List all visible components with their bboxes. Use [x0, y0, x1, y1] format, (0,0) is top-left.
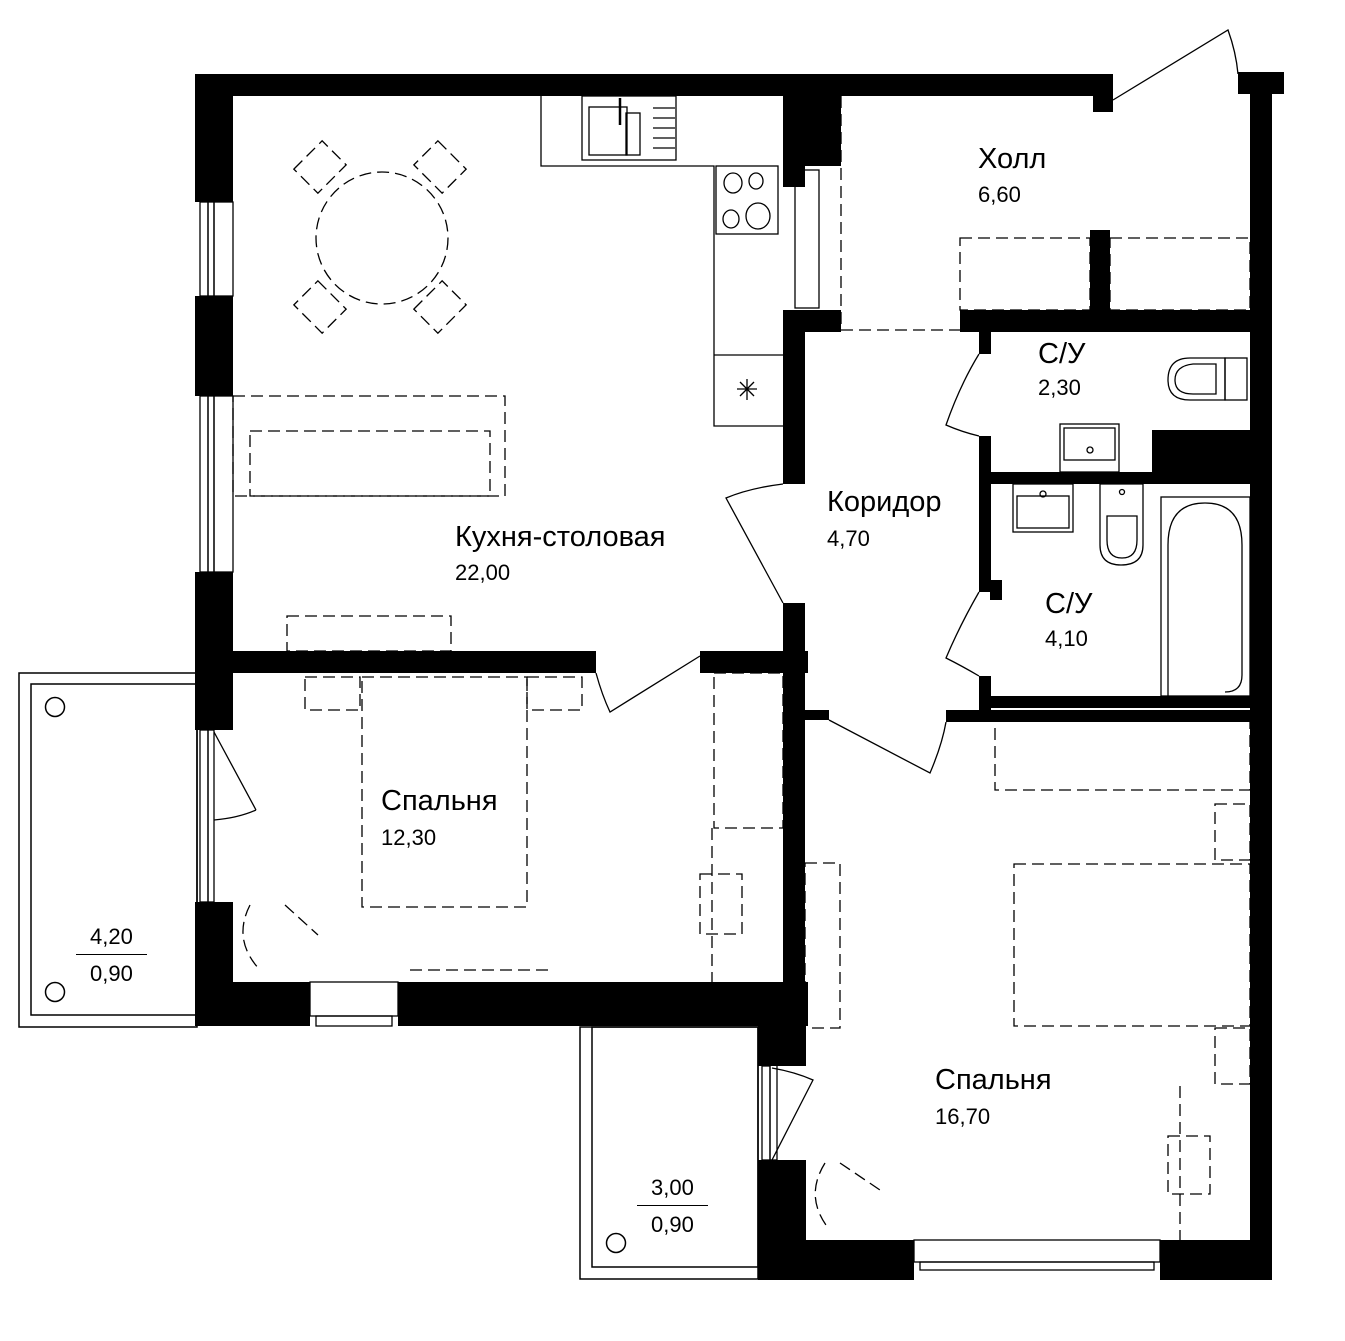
- desk-icon: [1167, 1135, 1211, 1195]
- room-name-bathroom-large: С/У: [1045, 588, 1093, 620]
- room-name-bathroom-small: С/У: [1038, 338, 1086, 370]
- double-bed-icon: [1013, 863, 1251, 1027]
- double-bed-icon: [361, 676, 528, 908]
- kitchen-counter: [540, 95, 783, 427]
- window-icon: [199, 169, 1161, 1271]
- entrance-door-icon: [1112, 29, 1239, 101]
- room-name-hall: Холл: [978, 143, 1047, 175]
- balcony-bottom-outline: [579, 1026, 759, 1280]
- armchair-icon: [242, 904, 319, 971]
- balcony-left-area-value: 4,20: [76, 926, 147, 955]
- armchair-icon: [814, 1162, 881, 1226]
- sink-icon: [581, 95, 677, 161]
- room-area-bedroom-large: 16,70: [935, 1104, 991, 1129]
- wardrobe-icon: [1109, 237, 1251, 311]
- door-swing-icon: [213, 29, 1239, 1161]
- washbasin-icon: [1012, 483, 1074, 533]
- sofa-icon: [232, 395, 506, 497]
- desk-icon: [699, 873, 743, 935]
- bathtub-icon: [1160, 496, 1251, 698]
- tv-icon: [286, 615, 452, 652]
- room-area-corridor: 4,70: [827, 526, 870, 551]
- balcony-left-outline: [18, 672, 198, 1028]
- walls: [195, 72, 1284, 1280]
- balcony-left-coefficient: 0,90: [90, 961, 133, 986]
- wardrobe-icon: [959, 237, 1091, 311]
- round-dining-table-icon: [315, 171, 449, 305]
- washbasin-icon: [1059, 423, 1120, 473]
- nightstand-icon: [1214, 803, 1251, 861]
- nightstand-icon: [304, 676, 361, 711]
- tv-icon: [804, 862, 841, 1029]
- balcony-bottom-coefficient: 0,90: [651, 1212, 694, 1237]
- wardrobe-icon: [713, 672, 784, 829]
- room-name-bedroom-large: Спальня: [935, 1064, 1052, 1096]
- post-icon: [44, 696, 66, 718]
- room-name-corridor: Коридор: [827, 486, 942, 518]
- balcony-left-area: 4,20 0,90: [76, 926, 147, 985]
- toilet-icon: [1099, 483, 1144, 566]
- post-icon: [605, 1232, 627, 1254]
- toilet-icon: [1167, 357, 1248, 401]
- nightstand-icon: [1214, 1027, 1251, 1085]
- chair-icon: [292, 139, 468, 335]
- room-area-bathroom-small: 2,30: [1038, 375, 1081, 400]
- room-area-kitchen: 22,00: [455, 560, 511, 585]
- room-name-kitchen: Кухня-столовая: [455, 521, 666, 553]
- balcony-bottom-area-value: 3,00: [637, 1177, 708, 1206]
- post-icon: [44, 981, 66, 1003]
- balcony-bottom-area: 3,00 0,90: [637, 1177, 708, 1236]
- wardrobe-icon: [994, 719, 1251, 791]
- cooktop-icon: [715, 165, 779, 235]
- room-area-bedroom-small: 12,30: [381, 825, 437, 850]
- room-area-bathroom-large: 4,10: [1045, 626, 1088, 651]
- nightstand-icon: [526, 676, 583, 711]
- room-area-hall: 6,60: [978, 182, 1021, 207]
- room-name-bedroom-small: Спальня: [381, 785, 498, 817]
- fridge-icon: [737, 379, 757, 400]
